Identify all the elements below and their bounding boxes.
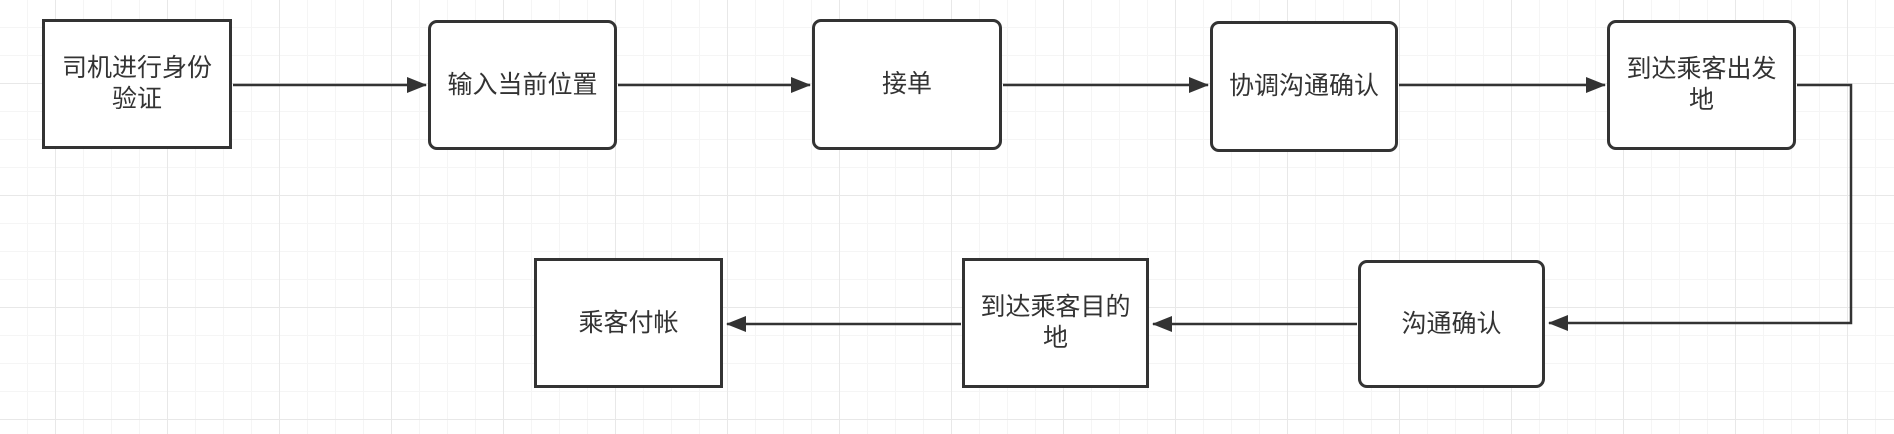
connector-departure-to-communication[interactable] <box>1548 83 1853 331</box>
flow-node-label: 司机进行身份验证 <box>61 54 212 113</box>
flow-node-arrive-passenger-departure-point[interactable]: 到达乘客出发地 <box>1607 20 1796 150</box>
flow-node-label: 协调沟通确认 <box>1228 72 1379 100</box>
flow-node-label: 到达乘客出发地 <box>1626 55 1777 114</box>
flow-node-passenger-pays[interactable]: 乘客付帐 <box>534 258 723 388</box>
flow-node-arrive-passenger-destination[interactable]: 到达乘客目的地 <box>962 258 1149 388</box>
flow-node-communication-confirmation[interactable]: 沟通确认 <box>1358 260 1545 388</box>
flow-node-driver-identity-verification[interactable]: 司机进行身份验证 <box>42 19 232 149</box>
flow-node-accept-order[interactable]: 接单 <box>812 19 1002 150</box>
flow-node-label: 输入当前位置 <box>447 70 598 99</box>
flow-node-label: 乘客付帐 <box>578 308 679 337</box>
flow-node-coordinate-communication-confirmation[interactable]: 协调沟通确认 <box>1210 21 1398 152</box>
flow-node-label: 接单 <box>881 70 932 98</box>
flow-node-label: 到达乘客目的地 <box>980 293 1131 352</box>
flow-node-label: 沟通确认 <box>1401 309 1502 338</box>
flow-node-enter-current-location[interactable]: 输入当前位置 <box>428 20 617 150</box>
